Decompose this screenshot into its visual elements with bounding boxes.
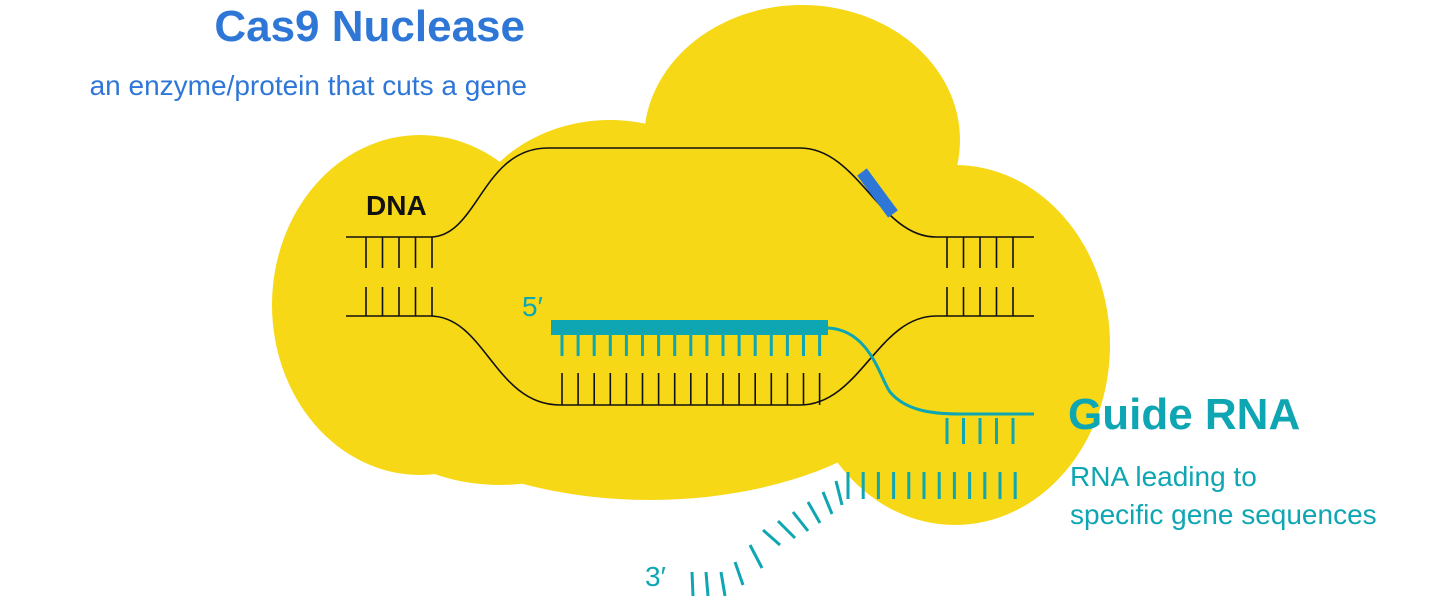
cloud-lobe-right [800, 165, 1110, 525]
rna-tick [719, 571, 727, 597]
rna-tick [776, 519, 797, 540]
dna-double-helix [346, 147, 1034, 406]
rna-tail-curve [827, 326, 1034, 416]
guide-rna-strand [551, 320, 1034, 416]
three-prime-label: 3′ [645, 561, 666, 592]
rna-tick [791, 511, 810, 532]
rna-tick [690, 571, 695, 597]
guide-rna-subtitle-line-1: RNA leading to [1070, 461, 1257, 492]
dna-top-strand-left [346, 147, 1034, 238]
cas9-subtitle: an enzyme/protein that cuts a gene [89, 70, 527, 101]
rna-tick [704, 571, 710, 597]
cas9-cut-marker [857, 168, 898, 218]
rna-tick [821, 491, 834, 515]
rna-tick [806, 501, 822, 524]
five-prime-label: 5′ [522, 291, 543, 322]
cloud-lobe-lower-left [360, 295, 640, 485]
guide-rna-subtitle: RNA leading to specific gene sequences [1070, 458, 1377, 534]
cas9-title: Cas9 Nuclease [214, 2, 525, 51]
guide-rna-title: Guide RNA [1068, 390, 1301, 439]
guide-rna-subtitle-line-2: specific gene sequences [1070, 499, 1377, 530]
rna-tick [733, 561, 745, 586]
dna-bottom-strand [346, 315, 1034, 406]
rna-backbone-bar [551, 320, 828, 335]
rna-base-ticks [560, 335, 1017, 597]
rna-tick [762, 528, 781, 547]
dna-base-ticks [365, 237, 1014, 405]
dna-label: DNA [366, 190, 427, 221]
rna-tick [748, 544, 764, 569]
rna-tick [834, 480, 844, 506]
